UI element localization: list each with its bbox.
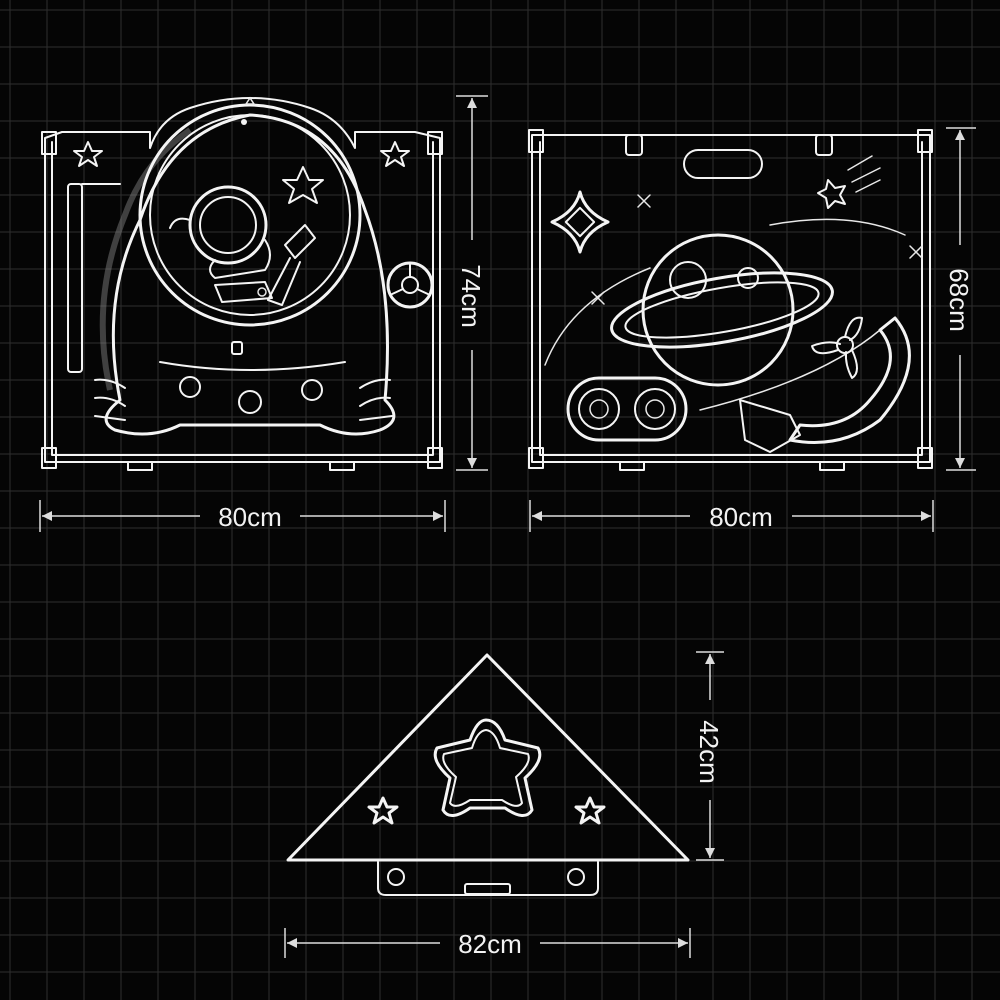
corner-star-right-icon bbox=[380, 141, 410, 167]
sparkle-icon bbox=[550, 190, 610, 254]
corner-width-label: 82cm bbox=[458, 929, 522, 959]
side-bar bbox=[67, 183, 83, 373]
astronaut-panel bbox=[41, 96, 443, 471]
astronaut-height-label: 74cm bbox=[456, 264, 486, 328]
planet-height-label: 68cm bbox=[944, 268, 974, 332]
helmet bbox=[138, 103, 362, 327]
planet-width-label: 80cm bbox=[709, 502, 773, 532]
dimension-astronaut-width: 80cm bbox=[39, 500, 446, 532]
clip-top-left bbox=[41, 131, 57, 155]
handle-icon bbox=[683, 149, 763, 179]
star-cutout-icon bbox=[433, 718, 542, 817]
astronaut-icon bbox=[188, 185, 268, 265]
dimension-planet-width: 80cm bbox=[529, 500, 934, 532]
clip-bottom-right bbox=[427, 447, 443, 469]
planet-panel bbox=[528, 129, 933, 471]
star-icon bbox=[282, 166, 324, 204]
clip-top-right bbox=[427, 131, 443, 155]
corner-panel bbox=[286, 653, 690, 896]
comet-icon bbox=[817, 179, 846, 209]
clip-bottom-left bbox=[41, 447, 57, 469]
triangle-panel bbox=[286, 653, 690, 862]
dimension-astronaut-height: 74cm bbox=[456, 95, 488, 471]
dimension-planet-height: 68cm bbox=[944, 127, 976, 471]
lock-icon bbox=[231, 341, 243, 355]
astronaut-width-label: 80cm bbox=[218, 502, 282, 532]
rocket-icon bbox=[267, 224, 316, 306]
foot-right bbox=[329, 461, 355, 471]
foot-left bbox=[127, 461, 153, 471]
dimension-corner-height: 42cm bbox=[694, 651, 724, 861]
gear-icon bbox=[566, 376, 688, 442]
astronaut-body bbox=[104, 113, 396, 436]
dimension-corner-width: 82cm bbox=[284, 928, 691, 959]
star-icon-left bbox=[367, 796, 399, 825]
corner-star-left-icon bbox=[73, 141, 103, 167]
corner-height-label: 42cm bbox=[694, 720, 724, 784]
star-icon-right bbox=[574, 796, 606, 825]
